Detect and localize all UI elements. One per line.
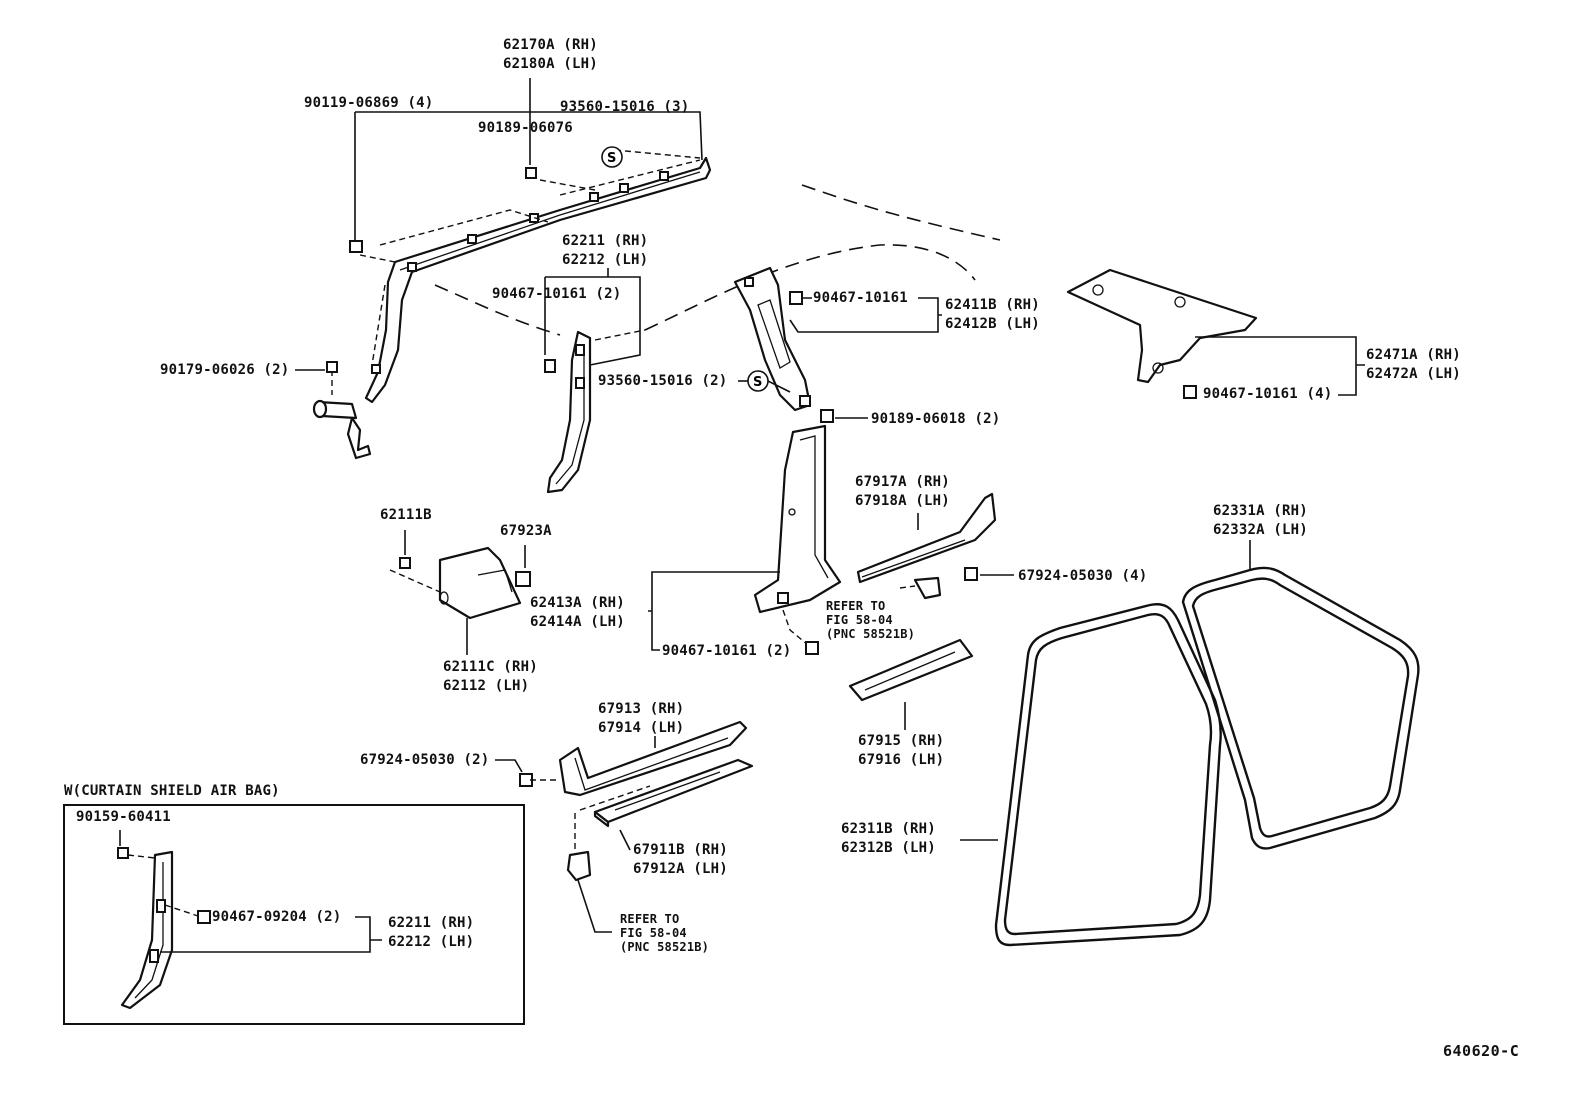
rear-door-scuff-trim bbox=[856, 492, 997, 584]
clip-67923a-part bbox=[515, 571, 531, 587]
svg-text:S: S bbox=[607, 151, 616, 166]
leader-a-pillar bbox=[544, 268, 641, 366]
inset-bolt-part bbox=[117, 847, 129, 859]
nut-90179-part bbox=[326, 361, 338, 373]
leader-dashed-cowl bbox=[389, 569, 441, 593]
clip-90467-c-part bbox=[789, 291, 803, 305]
leader-b-pillar bbox=[648, 571, 780, 651]
leader-67924-2 bbox=[495, 759, 523, 773]
roof-rail-trim bbox=[364, 156, 712, 404]
quarter-trim-panel bbox=[1066, 268, 1258, 384]
label-clip-67923: 67923A bbox=[500, 523, 552, 539]
label-clip-93560-mid: 93560-15016 (2) bbox=[598, 373, 728, 389]
label-clip-90467-a: 90467-10161 (2) bbox=[492, 286, 622, 302]
label-nut-90179: 90179-06026 (2) bbox=[160, 362, 290, 378]
label-inset-clip: 90467-09204 (2) bbox=[212, 909, 342, 925]
leader-dashed-inset-bolt bbox=[127, 854, 156, 859]
front-door-scuff-trim bbox=[558, 720, 748, 797]
a-pillar-trim bbox=[544, 330, 592, 494]
clip-90467-b-part bbox=[805, 641, 819, 655]
label-c-pillar-upper: 62411B (RH)62412B (LH) bbox=[945, 297, 1040, 332]
svg-text:S: S bbox=[753, 375, 762, 390]
bolt-90119-part bbox=[349, 240, 363, 253]
label-clip-90189-06076: 90189-06076 bbox=[478, 120, 573, 136]
label-clip-67924-2: 67924-05030 (2) bbox=[360, 752, 490, 768]
leader-front-plate bbox=[619, 829, 631, 851]
leader-dashed bbox=[331, 149, 701, 395]
s-mark-symbol-mid: S bbox=[747, 370, 769, 392]
label-front-plate: 67911B (RH)67912A (LH) bbox=[633, 842, 728, 877]
roof-outline-line bbox=[801, 184, 1001, 241]
inset-title: W(CURTAIN SHIELD AIR BAG) bbox=[64, 783, 280, 799]
label-cowl-clip: 62111B bbox=[380, 507, 432, 523]
cowl-side-trim bbox=[438, 546, 522, 620]
leader-dashed-refer-1 bbox=[899, 585, 916, 589]
leader-dashed-b bbox=[782, 609, 809, 646]
refer-bracket-part-1 bbox=[913, 576, 942, 600]
label-clip-67924-4: 67924-05030 (4) bbox=[1018, 568, 1148, 584]
label-clip-90189-06018: 90189-06018 (2) bbox=[871, 411, 1001, 427]
leader-refer-2 bbox=[577, 879, 612, 933]
leader-roof-rail bbox=[354, 78, 703, 240]
body-outline-line bbox=[644, 244, 976, 331]
refer-bracket-part-2 bbox=[566, 850, 592, 882]
leader-dashed-inset-clip bbox=[164, 904, 199, 917]
inset-a-pillar-trim bbox=[120, 850, 174, 1010]
label-clip-93560-top: 93560-15016 (3) bbox=[560, 99, 690, 115]
label-bolt-90119: 90119-06869 (4) bbox=[304, 95, 434, 111]
clip-62111b-part bbox=[399, 557, 411, 569]
clip-90189-06076-part bbox=[525, 167, 537, 179]
body-outline-line-left bbox=[434, 284, 561, 336]
label-clip-90467-quarter: 90467-10161 (4) bbox=[1203, 386, 1333, 402]
leader-dashed-front-plate bbox=[574, 785, 651, 850]
label-clip-90467-b: 90467-10161 (2) bbox=[662, 643, 792, 659]
inflator-cylinder bbox=[312, 399, 372, 460]
leader-inset-pillar bbox=[160, 916, 382, 953]
label-c-pillar-clip: 90467-10161 bbox=[813, 290, 908, 306]
inset-frame bbox=[63, 804, 525, 1025]
rear-door-weatherstrip bbox=[1181, 566, 1420, 850]
label-rear-weatherstrip: 62331A (RH)62332A (LH) bbox=[1213, 503, 1308, 538]
label-cowl-trim: 62111C (RH)62112 (LH) bbox=[443, 659, 538, 694]
front-scuff-plate bbox=[593, 758, 754, 828]
label-inset-bolt: 90159-60411 bbox=[76, 809, 171, 825]
b-pillar-lower-trim bbox=[753, 409, 842, 614]
figure-code: 640620-C bbox=[1443, 1042, 1520, 1060]
leader-dashed-a bbox=[594, 329, 646, 341]
rear-scuff-plate bbox=[848, 638, 974, 702]
inset-clip-part bbox=[197, 910, 211, 924]
label-front-weatherstrip: 62311B (RH)62312B (LH) bbox=[841, 821, 936, 856]
label-rear-scuff: 67917A (RH)67918A (LH) bbox=[855, 474, 950, 509]
label-b-pillar-lower: 62413A (RH)62414A (LH) bbox=[530, 595, 625, 630]
label-front-scuff: 67913 (RH)67914 (LH) bbox=[598, 701, 685, 736]
front-door-weatherstrip bbox=[994, 603, 1222, 947]
c-pillar-upper-trim bbox=[733, 266, 812, 412]
label-roof-rail: 62170A (RH)62180A (LH) bbox=[503, 37, 598, 72]
clip-90467-quarter-part bbox=[1183, 385, 1197, 399]
leader-s-mid-to-part bbox=[767, 380, 791, 393]
label-quarter-trim: 62471A (RH)62472A (LH) bbox=[1366, 347, 1461, 382]
label-inset-pillar: 62211 (RH)62212 (LH) bbox=[388, 915, 475, 950]
label-a-pillar: 62211 (RH)62212 (LH) bbox=[562, 233, 649, 268]
s-mark-symbol-top: S bbox=[601, 146, 623, 168]
leader-quarter-trim bbox=[1195, 336, 1365, 396]
label-rear-plate: 67915 (RH)67916 (LH) bbox=[858, 733, 945, 768]
